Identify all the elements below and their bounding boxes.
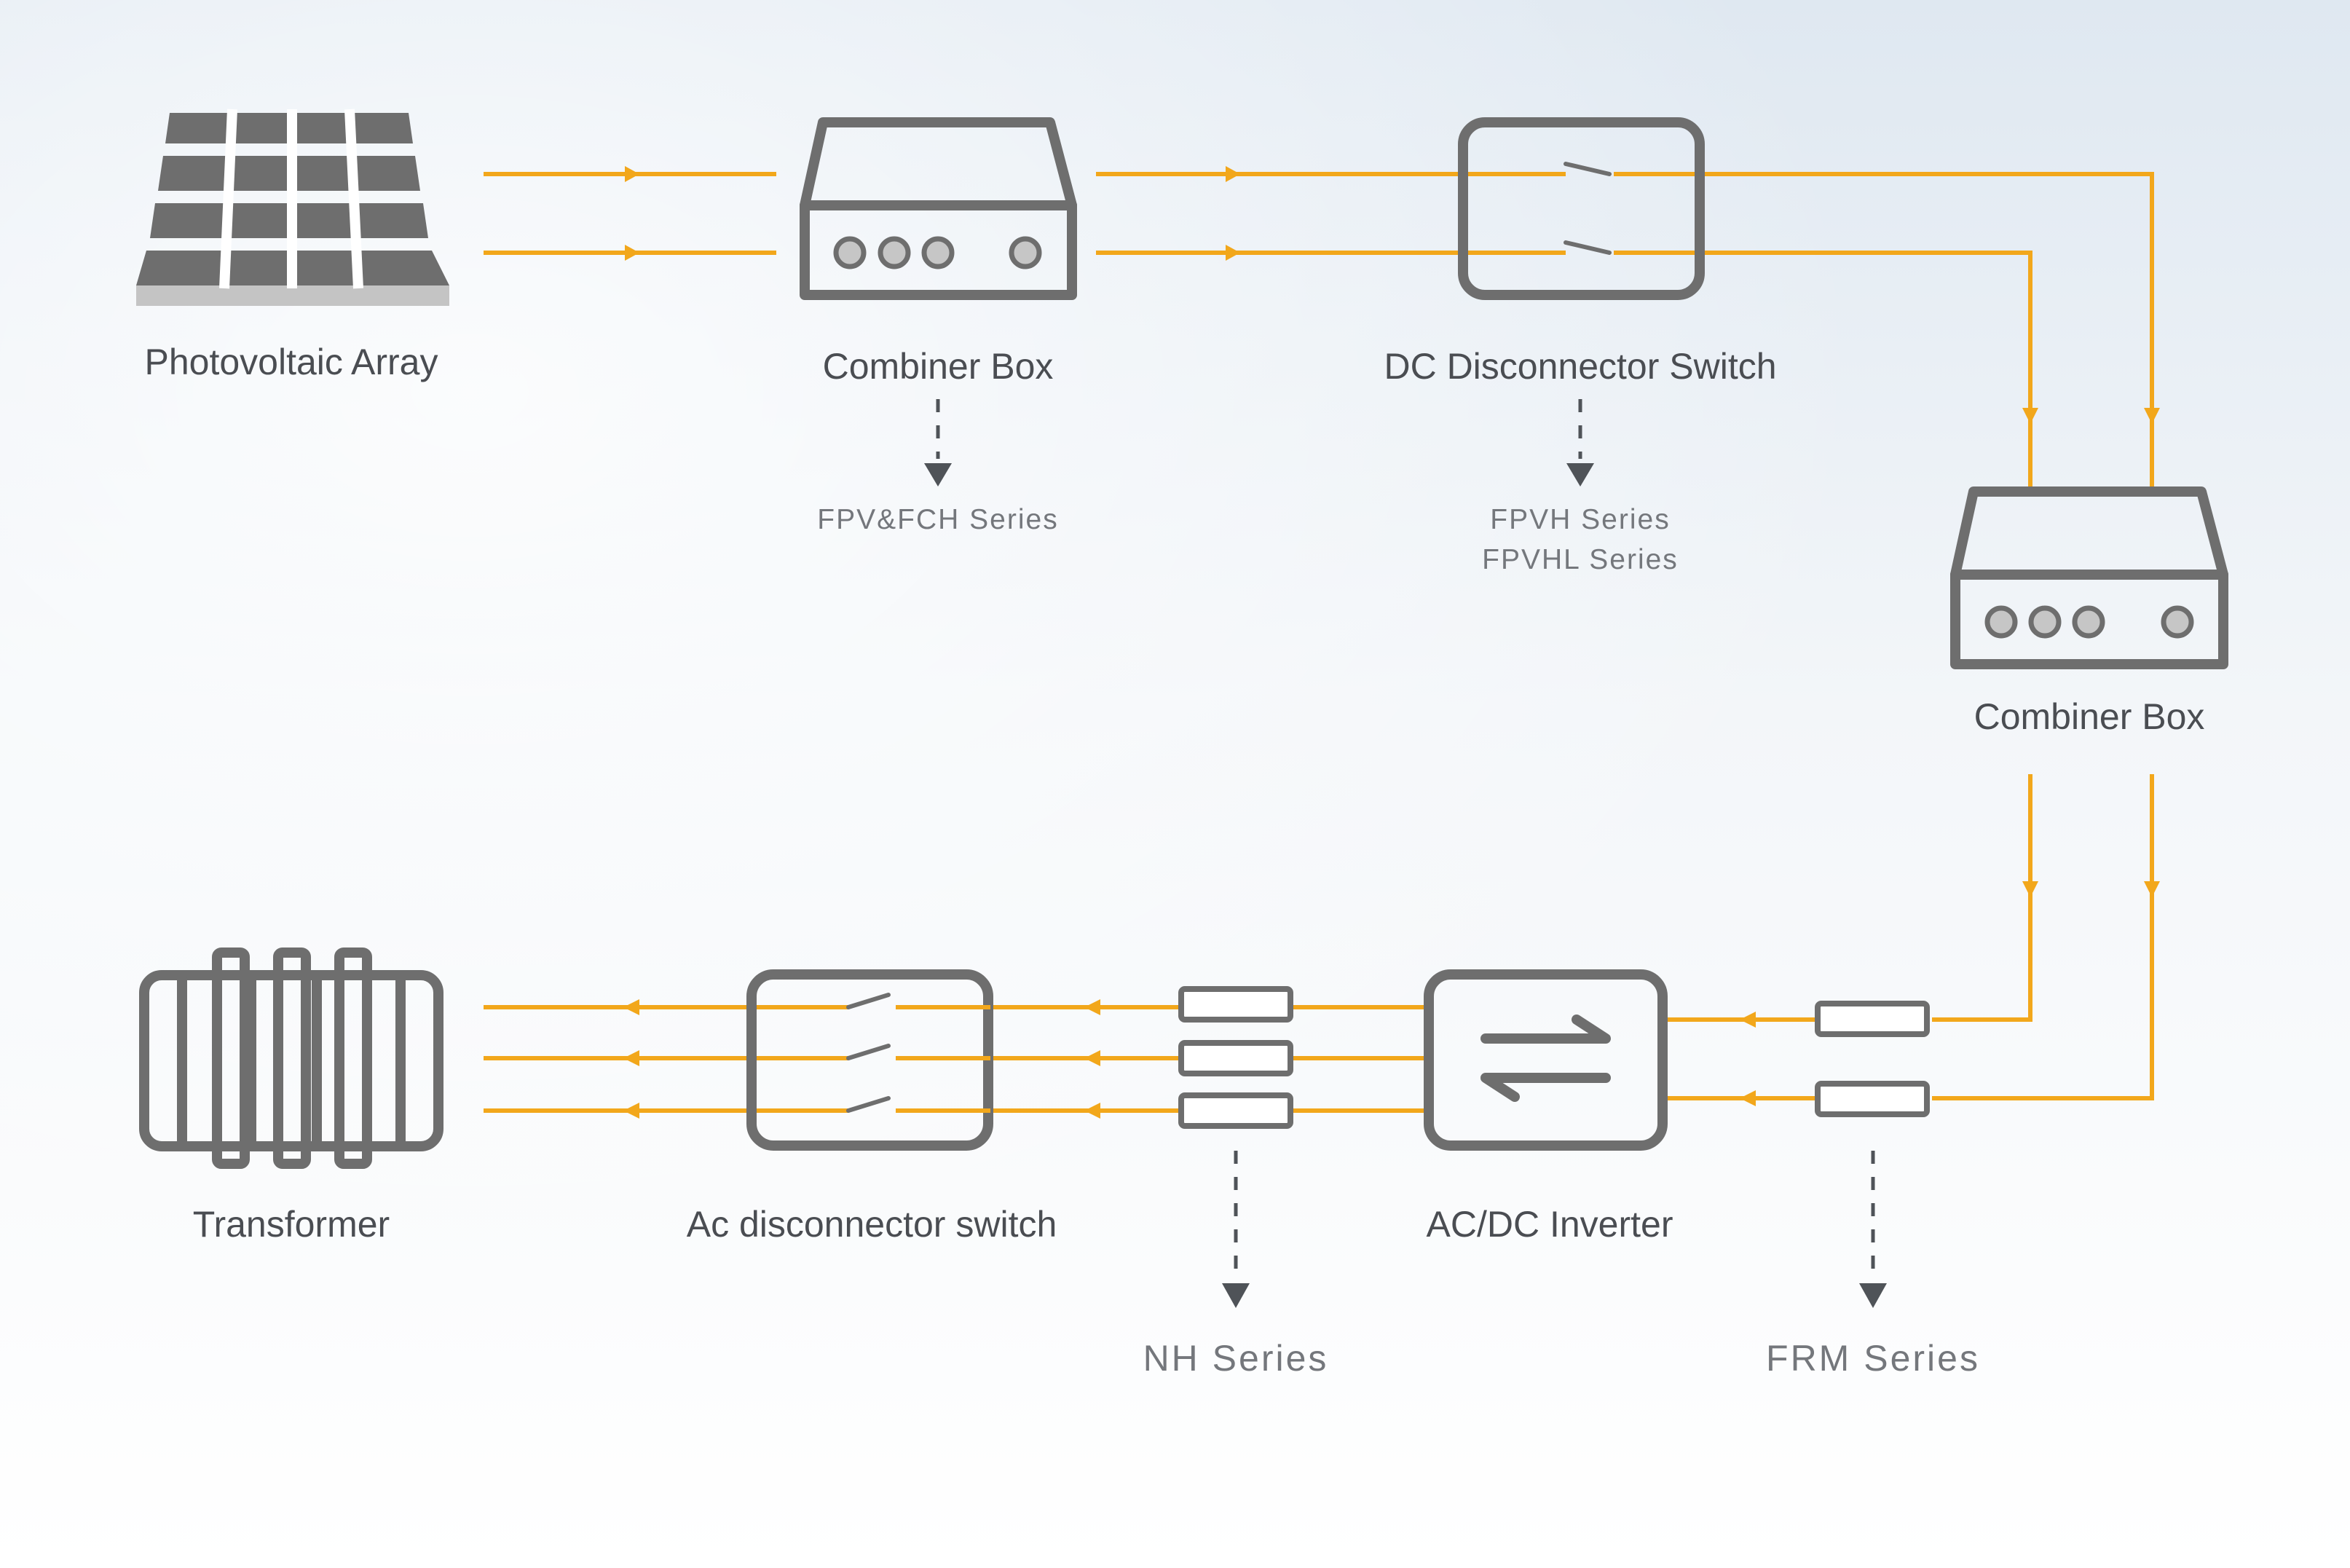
wire-arrow	[2144, 881, 2160, 897]
wire-arrow	[2022, 881, 2038, 897]
fuse-icon	[1815, 1001, 1930, 1117]
inverter-icon	[1424, 969, 1668, 1151]
wires	[484, 166, 2160, 1119]
fuse-icon	[1178, 986, 1293, 1129]
frm-series-label: FRM Series	[1766, 1338, 1980, 1379]
wire-arrow	[1084, 1103, 1100, 1119]
transformer-icon	[139, 948, 443, 1169]
ac-switch-icon	[746, 969, 993, 1151]
wire-arrow	[1084, 999, 1100, 1015]
wire-dc-upper	[1096, 172, 2154, 488]
inverter-label: AC/DC Inverter	[1427, 1204, 1673, 1245]
transformer-label: Transformer	[193, 1204, 390, 1245]
wire-arrow	[2022, 408, 2038, 424]
dashed-arrow-fpvh	[1566, 399, 1594, 486]
dashed-arrow-fpv	[924, 399, 952, 486]
wire-arrow	[623, 1050, 639, 1066]
wire-arrow	[1740, 1012, 1756, 1028]
wire-arrow	[625, 245, 639, 261]
fpvh-series-label: FPVH Series	[1490, 504, 1670, 535]
dc-switch-icon	[1458, 117, 1705, 300]
wire-arrow	[1084, 1050, 1100, 1066]
combiner-box-icon	[800, 117, 1077, 300]
dc-disconnector-switch-label: DC Disconnector Switch	[1384, 346, 1776, 387]
nh-series-label: NH Series	[1143, 1338, 1329, 1379]
wire-arrow	[1740, 1090, 1756, 1106]
combiner-box-2-label: Combiner Box	[1974, 696, 2205, 737]
wire-arrow	[1226, 245, 1240, 261]
solar-panel-icon	[136, 109, 449, 306]
dashed-arrow-nh	[1222, 1151, 1250, 1308]
wire-arrow	[625, 166, 639, 182]
dashed-arrow-frm	[1859, 1151, 1887, 1308]
combiner-box-icon	[1950, 486, 2228, 669]
fpvhl-series-label: FPVHL Series	[1482, 544, 1679, 575]
wire-arrow	[2144, 408, 2160, 424]
combiner-box-1-label: Combiner Box	[823, 346, 1054, 387]
fpv-fch-series-label: FPV&FCH Series	[817, 504, 1058, 535]
ac-disconnector-switch-label: Ac disconnector switch	[687, 1204, 1057, 1245]
wire-arrow	[1226, 166, 1240, 182]
wire-arrow	[623, 1103, 639, 1119]
photovoltaic-array-label: Photovoltaic Array	[145, 342, 438, 382]
wire-arrow	[623, 999, 639, 1015]
